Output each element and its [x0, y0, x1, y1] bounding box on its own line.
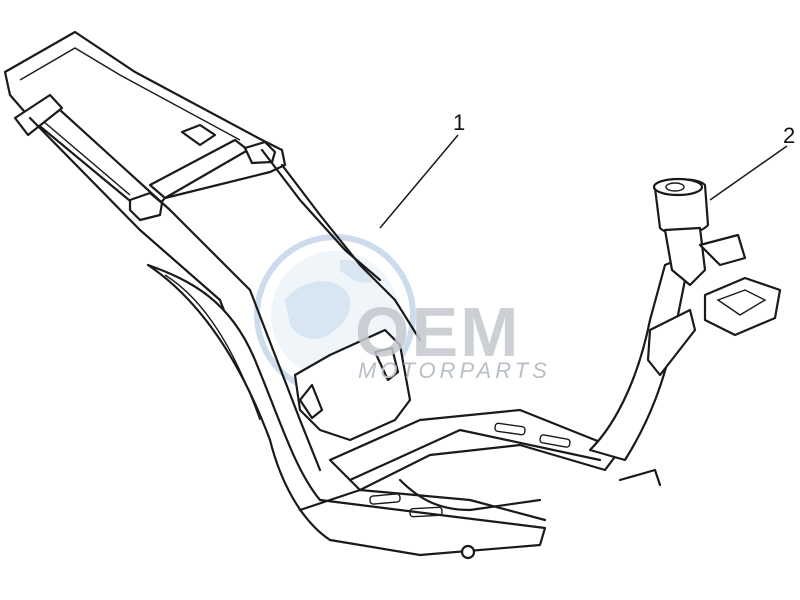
watermark-logo: OEM [355, 293, 521, 371]
leader-line-1 [379, 134, 459, 229]
steering-tube-part-2 [646, 177, 782, 377]
leader-line-2 [709, 145, 788, 201]
callout-label-1: 1 [453, 110, 466, 135]
main-frame-part-1 [3, 30, 692, 560]
callout-label-2: 2 [783, 123, 796, 148]
watermark-text: MOTORPARTS [358, 358, 551, 383]
